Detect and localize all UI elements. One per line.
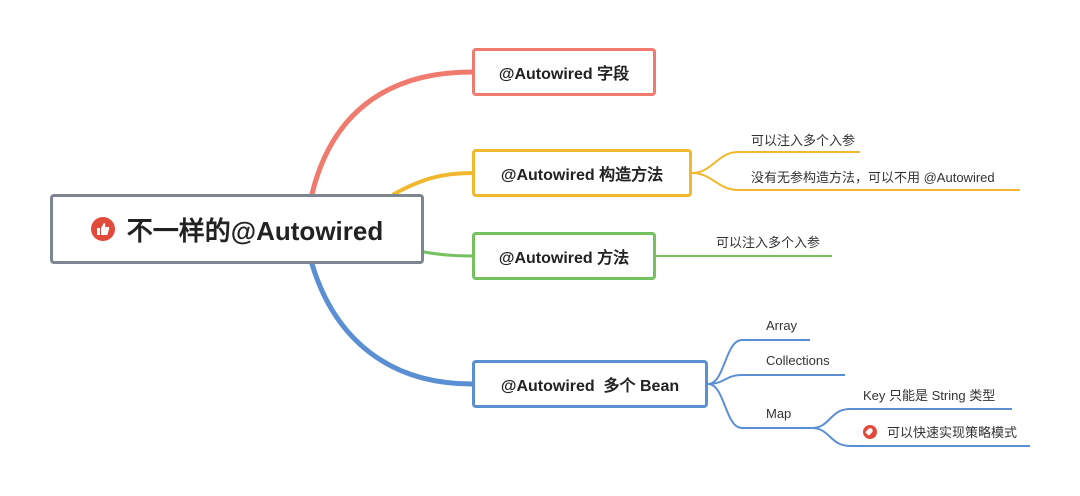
leaf-label: 没有无参构造方法，可以不用 @Autowired — [751, 170, 995, 185]
leaf-label: Collections — [766, 353, 830, 368]
connector-multi-bean-children — [707, 339, 845, 429]
branch-autowired-constructor[interactable]: @Autowired 构造方法 — [472, 149, 692, 197]
root-topic[interactable]: 不一样的@Autowired — [50, 194, 424, 264]
connector-constructor-children — [691, 151, 1020, 191]
leaf-constructor-no-arg[interactable]: 没有无参构造方法，可以不用 @Autowired — [751, 170, 995, 186]
leaf-label: Array — [766, 318, 798, 333]
branch-autowired-multi-bean[interactable]: @Autowired 多个 Bean — [472, 360, 708, 408]
leaf-collections[interactable]: Collections — [766, 353, 830, 369]
branch-autowired-field[interactable]: @Autowired 字段 — [472, 48, 656, 96]
root-title: 不一样的@Autowired — [126, 215, 384, 246]
branch-label: @Autowired 方法 — [498, 250, 630, 267]
branch-label: @Autowired 多个 Bean — [500, 378, 680, 395]
connector-map-children — [811, 408, 1030, 447]
branch-label: @Autowired 构造方法 — [500, 167, 664, 184]
leaf-label: 可以注入多个入参 — [716, 235, 821, 250]
leaf-array[interactable]: Array — [766, 318, 797, 334]
leaf-label: Key 只能是 String 类型 — [863, 388, 996, 403]
connector-root-method — [422, 250, 474, 258]
connector-root-field — [309, 69, 475, 197]
leaf-label: 可以注入多个入参 — [751, 133, 856, 148]
connector-root-multi-bean — [309, 261, 475, 387]
leaf-map-strategy-pattern[interactable]: 可以快速实现策略模式 — [863, 425, 1017, 441]
rocket-icon — [863, 425, 877, 439]
leaf-map-key-string[interactable]: Key 只能是 String 类型 — [863, 388, 995, 404]
leaf-method-multi-params[interactable]: 可以注入多个入参 — [716, 235, 820, 251]
branch-label: @Autowired 字段 — [498, 66, 630, 83]
leaf-map[interactable]: Map — [766, 406, 791, 422]
connector-root-constructor — [392, 171, 474, 196]
leaf-label: Map — [766, 406, 792, 421]
leaf-label: 可以快速实现策略模式 — [887, 425, 1018, 440]
leaf-constructor-multi-params[interactable]: 可以注入多个入参 — [751, 133, 855, 149]
branch-autowired-method[interactable]: @Autowired 方法 — [472, 232, 656, 280]
thumbs-up-icon — [90, 217, 115, 241]
